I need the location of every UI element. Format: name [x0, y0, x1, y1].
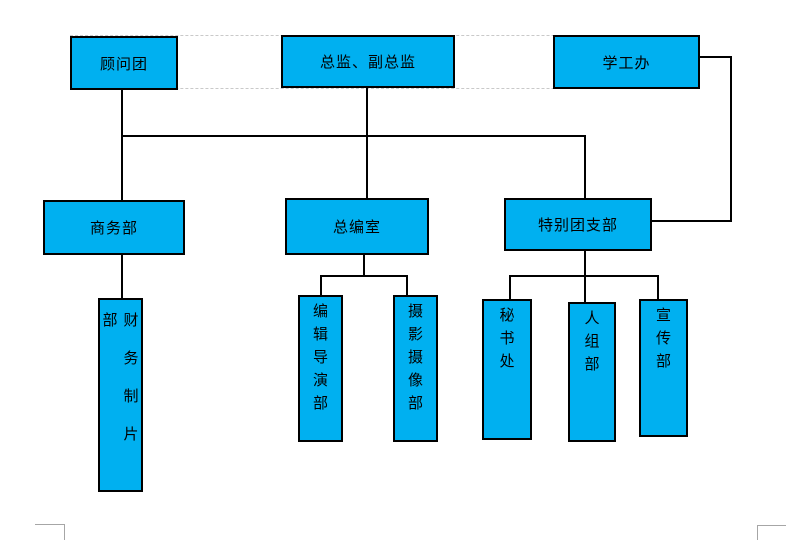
- node-advisory-group: 顾问团: [70, 36, 178, 90]
- table-gridline-bottom: [70, 88, 700, 89]
- node-business-dept: 商务部: [43, 200, 185, 255]
- connector-directors-to-editorial: [366, 88, 368, 198]
- connector-business-to-finance: [121, 255, 123, 298]
- node-director-deputy-director-label: 总监、副总监: [319, 53, 416, 71]
- node-editorial-office-label: 总编室: [332, 218, 381, 236]
- connector-student-office-vertical: [730, 56, 732, 221]
- connector-advisory-to-business: [121, 90, 123, 200]
- connector-special-branch-horizontal: [509, 275, 658, 277]
- node-student-affairs-office: 学工办: [553, 35, 700, 89]
- node-advisory-group-label: 顾问团: [99, 54, 148, 73]
- node-photography-videography-dept-label: 摄影摄像部: [406, 303, 424, 418]
- node-student-affairs-office-label: 学工办: [602, 53, 651, 72]
- node-photography-videography-dept: 摄影摄像部: [393, 295, 438, 442]
- node-publicity-dept-label: 宣传部: [654, 307, 672, 376]
- connector-editorial-down: [363, 255, 365, 276]
- node-special-league-branch-label: 特别团支部: [537, 216, 618, 234]
- node-personnel-dept: 人组部: [568, 302, 616, 442]
- node-editing-directing-dept-label: 编辑导演部: [311, 303, 329, 418]
- connector-drop-special-branch: [584, 135, 586, 198]
- connector-editorial-branch-horizontal: [320, 275, 408, 277]
- connector-drop-publicity-dept: [657, 275, 659, 299]
- node-secretariat: 秘书处: [482, 299, 532, 440]
- node-personnel-dept-label: 人组部: [582, 310, 601, 379]
- page-margin-mark-bottom-left: [35, 524, 65, 540]
- node-business-dept-label: 商务部: [89, 219, 138, 237]
- node-finance-production-dept-label: 财务制片部: [100, 312, 140, 464]
- connector-drop-secretariat: [509, 275, 511, 299]
- node-special-league-branch: 特别团支部: [504, 198, 652, 251]
- connector-student-office-right: [700, 56, 731, 58]
- connector-student-office-to-special: [652, 220, 732, 222]
- node-director-deputy-director: 总监、副总监: [281, 35, 455, 88]
- node-publicity-dept: 宣传部: [639, 299, 688, 437]
- connector-drop-photography-dept: [406, 275, 408, 295]
- connector-drop-personnel-dept: [584, 275, 586, 302]
- node-finance-production-dept: 财务制片部: [98, 298, 143, 492]
- page-margin-mark-bottom-right: [757, 525, 786, 540]
- node-editing-directing-dept: 编辑导演部: [298, 295, 343, 442]
- connector-main-horizontal: [121, 135, 585, 137]
- connector-special-branch-down: [584, 251, 586, 276]
- connector-drop-editing-dept: [320, 275, 322, 295]
- node-secretariat-label: 秘书处: [497, 307, 516, 376]
- node-editorial-office: 总编室: [285, 198, 429, 255]
